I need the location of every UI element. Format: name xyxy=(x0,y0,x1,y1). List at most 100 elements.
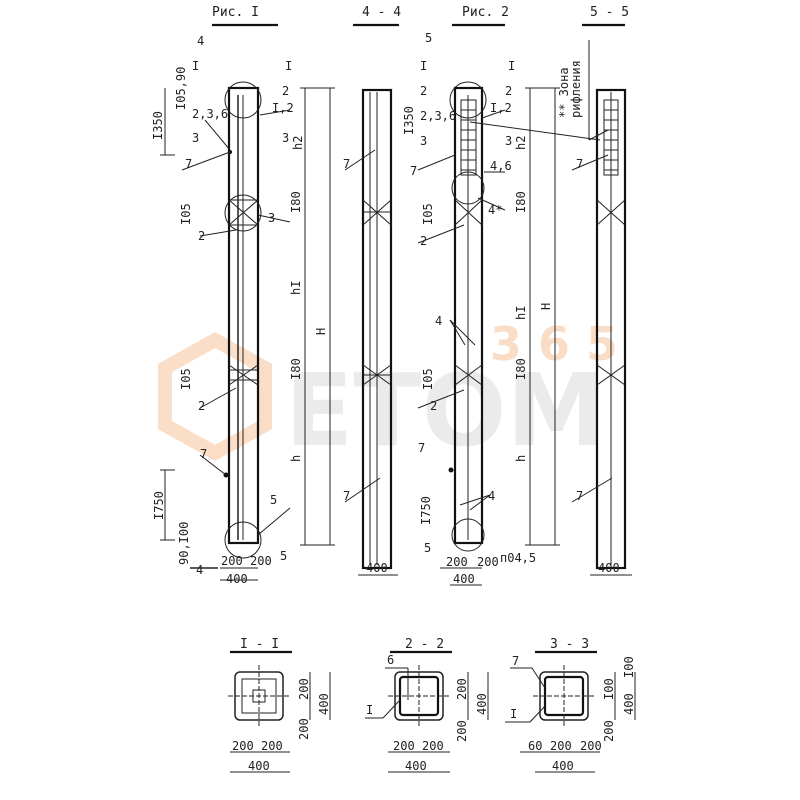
label: 3 xyxy=(192,131,199,145)
label: I350 xyxy=(402,106,416,135)
label: 400 xyxy=(405,759,427,773)
label: I80 xyxy=(289,358,303,380)
label: I,2 xyxy=(272,101,294,115)
label: 6 xyxy=(387,653,394,667)
label: hI xyxy=(289,281,303,295)
label: 200 xyxy=(393,739,415,753)
sec55-column: ** Зона рифления 7 7 400 xyxy=(557,40,632,576)
label: 4 xyxy=(488,489,495,503)
label: H xyxy=(539,303,553,310)
label: 2 xyxy=(282,84,289,98)
title-text: 3 - 3 xyxy=(550,637,589,652)
label: hI xyxy=(514,306,528,320)
label: 4* xyxy=(488,203,502,217)
label: 400 xyxy=(598,561,620,575)
section-3-3: 3 - 3 7 I I00 I00 400 200 60 200 200 400 xyxy=(505,637,636,773)
label: 5 xyxy=(280,549,287,563)
label: 200 xyxy=(446,555,468,569)
label: I xyxy=(508,59,515,73)
fig2-labels: 5 I I 2 2 I,2 2,3,6 3 3 h2 7 I350 4,6 4*… xyxy=(402,31,553,586)
title-text: Рис. I xyxy=(212,5,259,20)
zone-label: ** Зона xyxy=(557,67,571,118)
label: 200 xyxy=(580,739,602,753)
label: 7 xyxy=(343,157,350,171)
label: 200 xyxy=(261,739,283,753)
label: I xyxy=(420,59,427,73)
label: 4 xyxy=(435,314,442,328)
label: 7 xyxy=(576,489,583,503)
label: 400 xyxy=(248,759,270,773)
label: h xyxy=(514,455,528,462)
label: 2,3,6 xyxy=(420,109,456,123)
title-text: I - I xyxy=(240,637,279,652)
label: п04,5 xyxy=(500,551,536,565)
section-2-2: 2 - 2 6 I 200 400 200 200 200 400 xyxy=(365,637,489,773)
label: I350 xyxy=(151,111,165,140)
title-sec55: 5 - 5 xyxy=(582,5,629,27)
label: 7 xyxy=(343,489,350,503)
label: I750 xyxy=(419,496,433,525)
label: I05 xyxy=(421,203,435,225)
label: I05 xyxy=(421,368,435,390)
title-text: 2 - 2 xyxy=(405,637,444,652)
fig1-labels: 4 I I I05,90 2 I,2 2,3,6 3 3 h2 7 I350 I… xyxy=(151,34,328,586)
label: I,2 xyxy=(490,101,512,115)
label: 200 xyxy=(422,739,444,753)
label: 400 xyxy=(317,693,331,715)
label: 2 xyxy=(420,234,427,248)
label: 200 xyxy=(221,554,243,568)
label: I xyxy=(366,703,373,717)
label: 200 xyxy=(455,720,469,742)
title-text: 4 - 4 xyxy=(362,5,401,20)
label: 400 xyxy=(475,693,489,715)
fig1-column xyxy=(223,81,262,559)
label: 3 xyxy=(282,131,289,145)
label: I xyxy=(192,59,199,73)
label: 7 xyxy=(512,654,519,668)
label: 400 xyxy=(366,561,388,575)
zone-label: рифления xyxy=(569,60,583,118)
label: 2 xyxy=(198,229,205,243)
fig1-dimension-lines xyxy=(160,87,335,581)
label: 400 xyxy=(226,572,248,586)
label: I00 xyxy=(602,678,616,700)
watermark-logo: ETOM 3 6 5 xyxy=(158,317,618,469)
label: h2 xyxy=(291,136,305,150)
label: I80 xyxy=(289,191,303,213)
label: I xyxy=(285,59,292,73)
label: 7 xyxy=(418,441,425,455)
label: 400 xyxy=(622,693,636,715)
label: I750 xyxy=(152,491,166,520)
title-sec44: 4 - 4 xyxy=(353,5,401,27)
label: 2 xyxy=(198,399,205,413)
label: 400 xyxy=(453,572,475,586)
label: I05 xyxy=(179,203,193,225)
label: 400 xyxy=(552,759,574,773)
label: 7 xyxy=(576,157,583,171)
section-I-I: I - I 200 400 200 200 200 400 xyxy=(228,637,331,773)
title-text: Рис. 2 xyxy=(462,5,509,20)
label: 3 xyxy=(420,134,427,148)
label: h2 xyxy=(514,136,528,150)
title-fig1: Рис. I xyxy=(212,5,278,27)
label: 200 xyxy=(550,739,572,753)
label: 200 xyxy=(297,718,311,740)
label: 200 xyxy=(455,678,469,700)
label: 4 xyxy=(197,34,204,48)
label: 2 xyxy=(505,84,512,98)
label: I05 xyxy=(179,368,193,390)
label: 7 xyxy=(200,447,207,461)
label: I80 xyxy=(514,191,528,213)
label: I xyxy=(510,707,517,721)
label: I80 xyxy=(514,358,528,380)
label: 7 xyxy=(185,157,192,171)
label: 200 xyxy=(297,678,311,700)
label: 200 xyxy=(602,720,616,742)
label: 5 xyxy=(270,493,277,507)
label: I05,90 xyxy=(174,67,188,110)
label: 3 xyxy=(505,134,512,148)
title-text: 5 - 5 xyxy=(590,5,629,20)
label: 200 xyxy=(232,739,254,753)
label: 2,3,6 xyxy=(192,107,228,121)
